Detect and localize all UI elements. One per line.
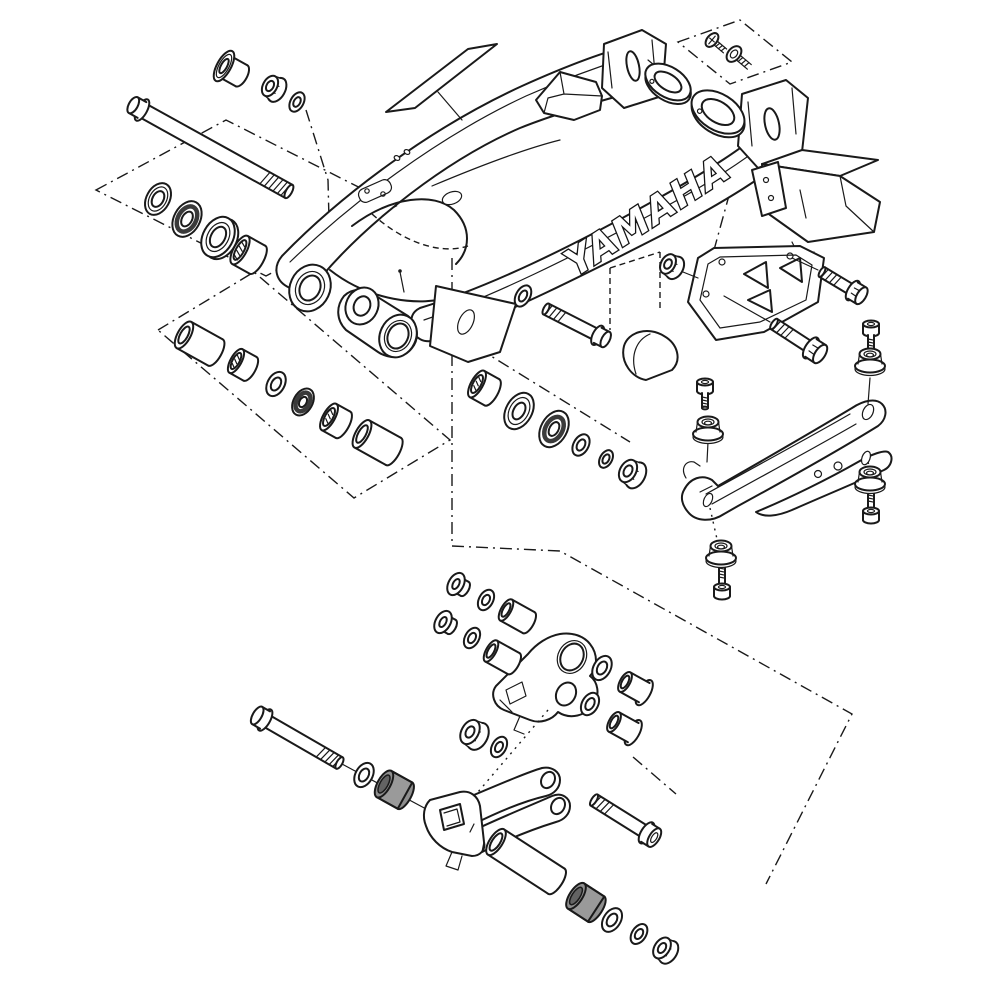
top-rib-guard (535, 71, 603, 121)
chain-slider-rails (680, 319, 893, 601)
cap-bushing (446, 571, 471, 598)
needle-bearing (467, 369, 502, 407)
socket-bolt (696, 377, 714, 411)
washer (598, 449, 614, 469)
flange-bolt (769, 317, 829, 365)
highlighted-bushing-front (373, 769, 415, 811)
oil-seal (591, 654, 613, 682)
chain-guide (659, 149, 881, 365)
washer (629, 923, 649, 945)
oil-seal (462, 626, 482, 650)
highlighted-bushing-rear (565, 881, 607, 924)
rubber-grommet (854, 347, 886, 377)
flange-nut-top (260, 74, 288, 103)
rubber-grommet (854, 465, 886, 495)
relay-arm (492, 632, 599, 735)
needle-bearing (319, 402, 353, 440)
end-cap-wedge (622, 330, 679, 381)
slider-rail-grooved (680, 399, 887, 521)
oil-seal (353, 761, 375, 789)
guard-plate-small (644, 62, 692, 105)
cap-bushing (433, 609, 458, 636)
slider-arm-flat (755, 450, 893, 517)
flange-nut (659, 253, 686, 281)
oil-seal (600, 907, 624, 933)
bearing-cover (200, 215, 240, 261)
oil-seal (476, 588, 496, 612)
rubber-grommet (705, 539, 737, 569)
relay-arm-group (433, 571, 654, 793)
rubber-grommet (692, 415, 724, 445)
needle-bearing (229, 234, 268, 275)
front-pivot-bosses (288, 263, 418, 359)
connecting-link-group (249, 705, 680, 965)
oil-seal (579, 691, 601, 717)
spacer-collar (173, 320, 226, 367)
socket-bolt (862, 319, 880, 353)
mount-bracket (398, 269, 517, 363)
washer-top (288, 91, 306, 113)
oil-seal (265, 370, 287, 398)
spacer-collar (497, 598, 538, 635)
collar-tube (485, 827, 567, 896)
small-screw (725, 45, 752, 70)
small-screw (704, 32, 728, 54)
spacer-collar (351, 419, 404, 467)
washer (489, 735, 509, 759)
oil-seal (291, 387, 315, 417)
oil-seal (538, 409, 570, 449)
oil-seal (503, 391, 535, 431)
callout-flag (385, 43, 498, 121)
hidden-pivot-lines (609, 251, 661, 330)
ball-bearing (143, 182, 173, 216)
socket-bolt (713, 563, 731, 601)
needle-bearing (226, 347, 260, 382)
long-link-bolt (249, 705, 345, 770)
chain-guide-bracket (687, 245, 825, 341)
chain-guide-block (751, 149, 881, 259)
pivot-shaft-group (126, 49, 306, 275)
lock-nut (652, 936, 680, 965)
pivot-bushing-set (173, 320, 404, 467)
link-bolt (588, 793, 663, 848)
flange-nut (459, 718, 490, 751)
guard-plate-set (644, 32, 752, 139)
washer (513, 284, 533, 308)
shoulder-bushing (617, 671, 654, 707)
center-hardware (467, 284, 679, 490)
front-small-bracket (357, 179, 393, 203)
guard-plate-large (690, 89, 746, 139)
flange-nut (617, 458, 648, 490)
spacer-collar (482, 639, 523, 676)
shoulder-bushing (606, 711, 643, 747)
flange-bolt (817, 266, 869, 306)
oil-seal (171, 200, 203, 238)
washer (571, 433, 591, 457)
pivot-shaft (126, 95, 295, 200)
thrust-cap-collar (212, 49, 251, 88)
pivot-bolt (541, 302, 612, 349)
axle-end-right (737, 79, 809, 169)
